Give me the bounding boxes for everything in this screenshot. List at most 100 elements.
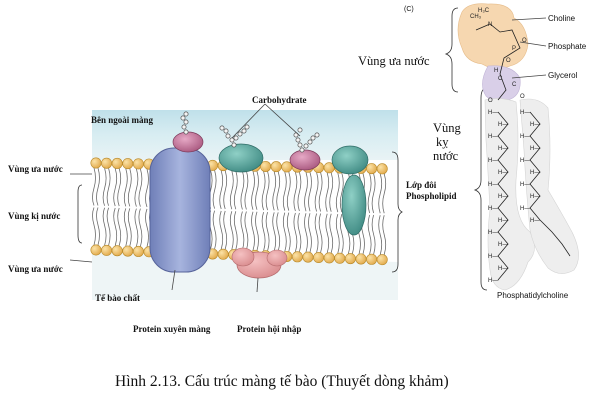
sugar-bead [314,132,320,138]
hydrophilic-top-label: Vùng ưa nước [8,164,63,174]
sugar-bead [293,132,299,138]
svg-text:H—: H— [498,218,508,224]
phospholipid-head [302,251,314,263]
carbohydrate-chains [180,111,320,153]
extracellular-region [92,110,398,160]
phospholipid-head [101,244,113,256]
svg-text:H—: H— [498,170,508,176]
hydrophilic-bottom-label: Vùng ưa nước [8,264,63,274]
svg-text:H—: H— [530,194,540,200]
svg-text:H—: H— [498,146,508,152]
sugar-bead [237,131,243,137]
bilayer-label-line1: Lớp đôi [406,180,437,190]
extracellular-label: Bên ngoài màng [91,115,154,125]
sugar-bead [229,137,235,143]
sugar-bead [181,124,187,130]
panel-letter: (C) [404,6,414,13]
svg-text:H—: H— [530,170,540,176]
phospholipid-head [376,163,388,175]
sugar-bead [183,129,189,135]
transmembrane-protein [149,147,211,273]
phospholipid-head [90,244,102,256]
svg-text:H₃C: H₃C [478,8,490,14]
svg-text:O: O [488,98,493,104]
phospholipid-head [90,157,102,169]
phospholipid-head [122,245,134,257]
hydrophobic-label: Vùng kị nước [8,211,61,221]
sugar-bead [225,133,231,139]
phospholipid-head [111,245,123,257]
phospholipid-head [313,252,325,264]
phospholipid-head [376,254,388,266]
sugar-bead [297,127,303,133]
carbohydrate-label: Carbohydrate [252,95,307,105]
peripheral-protein-magenta [172,131,321,171]
svg-text:H—: H— [498,122,508,128]
svg-text:H—: H— [530,146,540,152]
svg-text:N: N [488,22,492,28]
svg-text:C: C [512,82,517,88]
svg-text:O: O [520,94,525,100]
phospholipid-head [217,248,229,260]
hydrophobic-region-label-1: Vùng [433,121,461,135]
svg-text:H—: H— [488,254,498,260]
hydrophilic-region-label: Vùng ưa nước [358,54,430,68]
phosphatidylcholine-structure: H—H—H—H—H—H—H—H—H—H—H—H—H—H—H—H—H—H—H—H—… [457,3,579,291]
phospholipid-head [132,158,144,170]
svg-text:H—: H— [498,266,508,272]
molecule-name-label: Phosphatidylcholine [497,291,569,300]
phospholipid-head [334,252,346,264]
peripheral-protein-teal [218,143,369,236]
sugar-bead [180,115,186,121]
svg-text:H—: H— [488,110,498,116]
molecule-leader-lines [511,17,547,79]
svg-text:H—: H— [520,110,530,116]
svg-text:H—: H— [488,182,498,188]
glycerol-label: Glycerol [548,71,578,80]
phospholipid-head [111,157,123,169]
phospholipid-head [366,253,378,265]
sugar-bead [295,137,301,143]
svg-text:CH₃: CH₃ [470,14,482,20]
sugar-bead [303,143,309,149]
svg-text:H—: H— [520,134,530,140]
choline-label: Choline [548,14,576,23]
sugar-bead [183,119,189,125]
sugar-bead [183,111,189,117]
sugar-bead [223,128,229,134]
svg-text:O: O [506,58,511,64]
svg-text:H—: H— [520,182,530,188]
phospholipid-head [366,163,378,175]
svg-text:H—: H— [488,230,498,236]
sugar-bead [244,124,250,130]
phospholipid-head [122,158,134,170]
svg-text:H: H [494,68,498,74]
phospholipid-head [270,161,282,173]
integral-protein [231,247,288,279]
phospholipid-head [355,253,367,265]
phospholipid-head [132,245,144,257]
svg-text:H—: H— [488,158,498,164]
svg-text:H—: H— [488,206,498,212]
transmembrane-protein-label: Protein xuyên màng [133,324,211,334]
phospholipid-head [323,252,335,264]
phospholipid-head [101,157,113,169]
svg-text:P: P [512,46,516,52]
sugar-bead [219,125,225,131]
brackets [77,7,488,291]
hydrophobic-region-label-3: nước [433,149,459,163]
sugar-bead [241,128,247,134]
sugar-bead [233,135,239,141]
figure-caption: Hình 2.13. Cấu trúc màng tế bào (Thuyết … [115,373,449,390]
svg-text:H—: H— [488,134,498,140]
sugar-bead [299,147,305,153]
pointer-lines [69,103,301,293]
cytoplasm-label: Tế bào chất [95,293,140,303]
svg-text:H—: H— [520,206,530,212]
svg-text:H—: H— [498,194,508,200]
sugar-bead [310,135,316,141]
phospholipid-head [291,251,303,263]
svg-text:C: C [498,76,503,82]
